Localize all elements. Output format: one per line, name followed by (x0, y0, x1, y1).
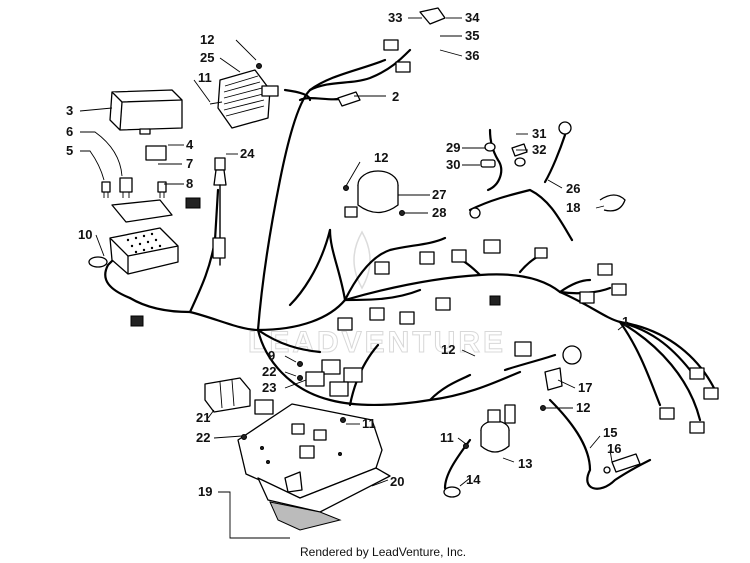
callout-16: 16 (607, 441, 621, 456)
callout-21: 21 (196, 410, 210, 425)
bolt-11-center (340, 417, 346, 423)
callout-14: 14 (466, 472, 481, 487)
callout-12-coil: 12 (374, 150, 388, 165)
callouts: 1 2 3 4 5 6 7 8 9 10 11 11 11 12 12 12 1… (66, 10, 629, 499)
voltage-regulator (209, 63, 279, 129)
hose-clamp-18 (599, 194, 626, 212)
callout-27: 27 (432, 187, 446, 202)
callout-12-mid: 12 (441, 342, 455, 357)
callout-31: 31 (532, 126, 546, 141)
callout-23: 23 (262, 380, 276, 395)
callout-8: 8 (186, 176, 193, 191)
callout-29: 29 (446, 140, 460, 155)
callout-2: 2 (392, 89, 399, 104)
callout-35: 35 (465, 28, 479, 43)
callout-10: 10 (78, 227, 92, 242)
callout-11-top: 11 (198, 70, 212, 85)
callout-22-lower: 22 (196, 430, 210, 445)
callout-25: 25 (200, 50, 214, 65)
relay-box-cover (109, 89, 183, 135)
sensor-24 (212, 157, 227, 266)
relay-component (145, 145, 167, 161)
callout-34: 34 (465, 10, 480, 25)
leader-lines (79, 17, 629, 539)
callout-22-upper: 22 (262, 364, 276, 379)
ignition-coil (343, 170, 399, 218)
mounting-plate (237, 403, 391, 531)
callout-3: 3 (66, 103, 73, 118)
callout-12-top: 12 (200, 32, 214, 47)
ecu-module (204, 377, 274, 415)
footer-credit: Rendered by LeadVenture, Inc. (300, 545, 466, 559)
starter-solenoid (463, 404, 516, 453)
main-wiring-harness (104, 48, 717, 422)
watermark-logo (353, 230, 371, 290)
fuse-set (101, 177, 167, 198)
callout-4: 4 (186, 137, 194, 152)
cable-tie-10 (88, 256, 108, 268)
callout-26: 26 (566, 181, 580, 196)
callout-19: 19 (198, 484, 212, 499)
callout-28: 28 (432, 205, 446, 220)
callout-13: 13 (518, 456, 532, 471)
callout-6: 6 (66, 124, 73, 139)
harness-connectors (130, 239, 719, 434)
callout-17: 17 (578, 380, 592, 395)
callout-11-right: 11 (440, 430, 454, 445)
relay-assembly-top (337, 7, 446, 107)
watermark-text: LEADVENTURE (248, 326, 506, 359)
callout-7: 7 (186, 156, 193, 171)
callout-11-center: 11 (362, 416, 376, 431)
callout-5: 5 (66, 143, 73, 158)
callout-18: 18 (566, 200, 580, 215)
fuse-block (109, 197, 201, 275)
callout-36: 36 (465, 48, 479, 63)
watermark: LEADVENTURE (248, 230, 506, 360)
callout-1: 1 (622, 314, 629, 329)
bolt-28 (399, 210, 405, 216)
callout-20: 20 (390, 474, 404, 489)
callout-15: 15 (603, 425, 617, 440)
relay-group (297, 359, 363, 397)
battery-lead-parts (443, 367, 641, 498)
callout-32: 32 (532, 142, 546, 157)
callout-33: 33 (388, 10, 402, 25)
callout-30: 30 (446, 157, 460, 172)
battery-cables (443, 128, 652, 490)
callout-24: 24 (240, 146, 255, 161)
callout-9: 9 (268, 348, 275, 363)
callout-12-right: 12 (576, 400, 590, 415)
